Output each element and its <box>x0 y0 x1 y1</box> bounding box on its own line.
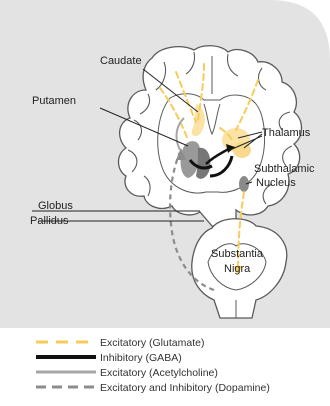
subthalamic-label-line2: Nucleus <box>256 177 296 189</box>
legend: Excitatory (Glutamate) Inhibitory (GABA)… <box>36 337 270 394</box>
substantia-nigra-label-line1: Substantia <box>211 248 264 260</box>
legend-label-gaba: Inhibitory (GABA) <box>100 352 182 364</box>
globus-pallidus-label-line2: Pallidus <box>30 215 69 227</box>
thalamus-label: Thalamus <box>262 127 311 139</box>
legend-label-acetylcholine: Excitatory (Acetylcholine) <box>100 367 218 379</box>
legend-label-dopamine: Excitatory and Inhibitory (Dopamine) <box>100 382 270 394</box>
subthalamic-label-line1: Subthalamic <box>254 163 315 175</box>
globus-pallidus-label-line1: Globus <box>38 200 73 212</box>
legend-label-glutamate: Excitatory (Glutamate) <box>100 337 204 349</box>
caudate-label: Caudate <box>100 55 142 67</box>
substantia-nigra-label-line2: Nigra <box>224 263 251 275</box>
putamen-label: Putamen <box>32 95 76 107</box>
